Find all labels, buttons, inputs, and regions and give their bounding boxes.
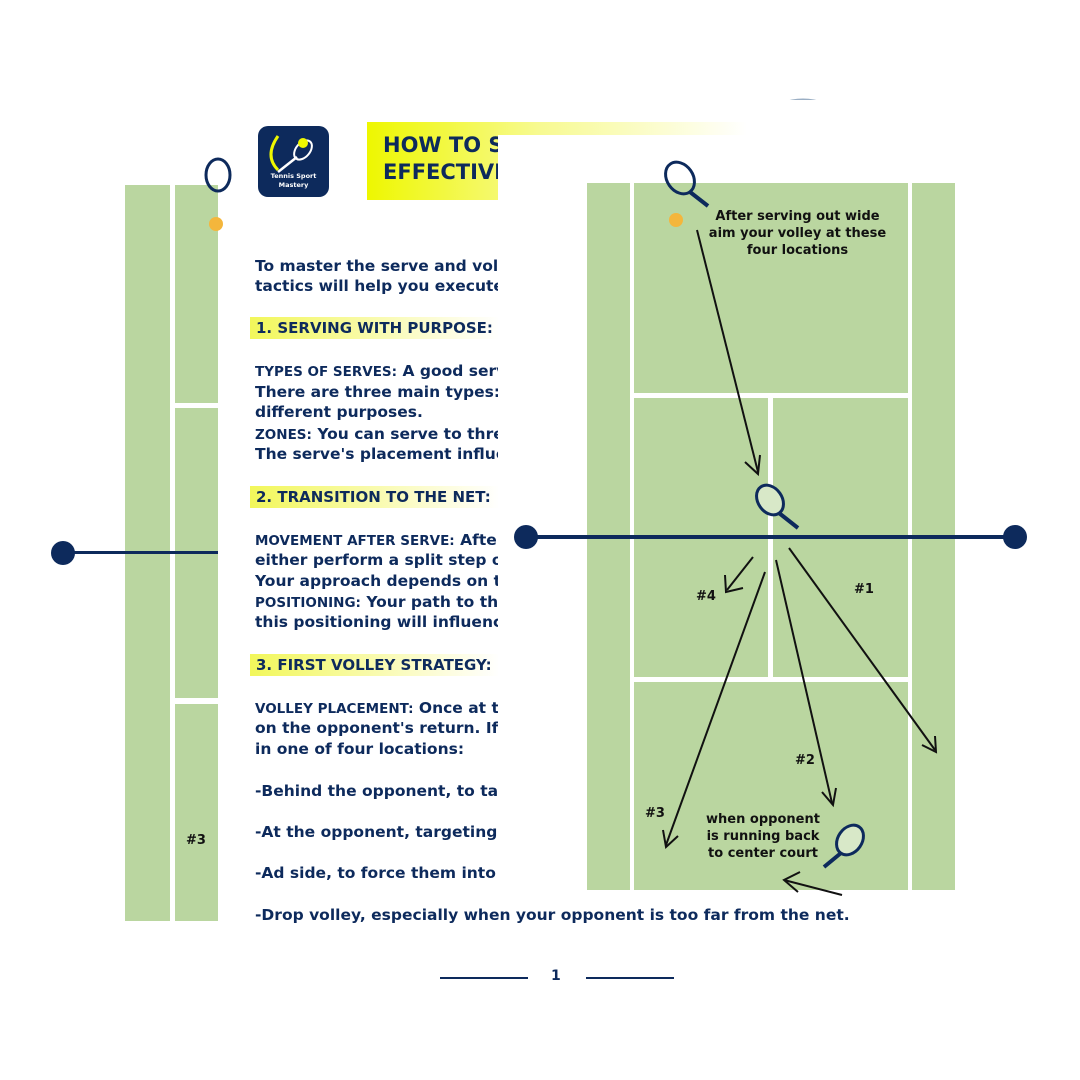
arrow-3 [665,571,766,846]
net-post [51,541,75,565]
arrow-2 [775,559,833,804]
arrow-1 [788,547,936,751]
tennis-racket-logo-icon [269,135,313,173]
label-2: #2 [795,753,815,768]
label-3: #3 [645,806,665,821]
section-heading: 1. SERVING WITH PURPOSE: [250,317,500,339]
net-post [514,525,538,549]
title-line1: HOW TO SE [383,133,518,157]
back-label: #3 [186,833,206,848]
arrow-5 [783,879,843,896]
racket-icon [822,823,865,869]
diagram-caption: After serving out wide aim your volley a… [708,209,887,258]
logo: Tennis Sport Mastery [258,126,329,197]
tennis-ball-icon [209,217,223,231]
section-heading: 3. FIRST VOLLEY STRATEGY: [250,654,500,676]
intro-line: To master the serve and voll [255,257,504,275]
arrow-4 [726,556,754,591]
racket-icon [755,483,800,530]
net-post [1003,525,1027,549]
bullet: -Ad side, to force them into c [255,864,511,882]
intro-line: tactics will help you execute [255,277,504,295]
label-4: #4 [696,589,716,604]
bullet: -At the opponent, targeting t [255,823,511,841]
title-line2: EFFECTIVE [383,160,509,184]
section-heading: 2. TRANSITION TO THE NET: [250,486,500,508]
serve-arrow [696,229,759,473]
diagram-note: when opponent is running back to center … [706,812,820,861]
racket-icon [664,160,710,208]
net-line [62,551,222,554]
tennis-ball-icon [669,213,683,227]
label-1: #1 [854,582,874,597]
racket-icon [204,157,232,193]
page-number: 1 [551,968,561,984]
bullet: -Drop volley, especially when your oppon… [255,906,850,924]
bullet: -Behind the opponent, to tak [255,782,509,800]
